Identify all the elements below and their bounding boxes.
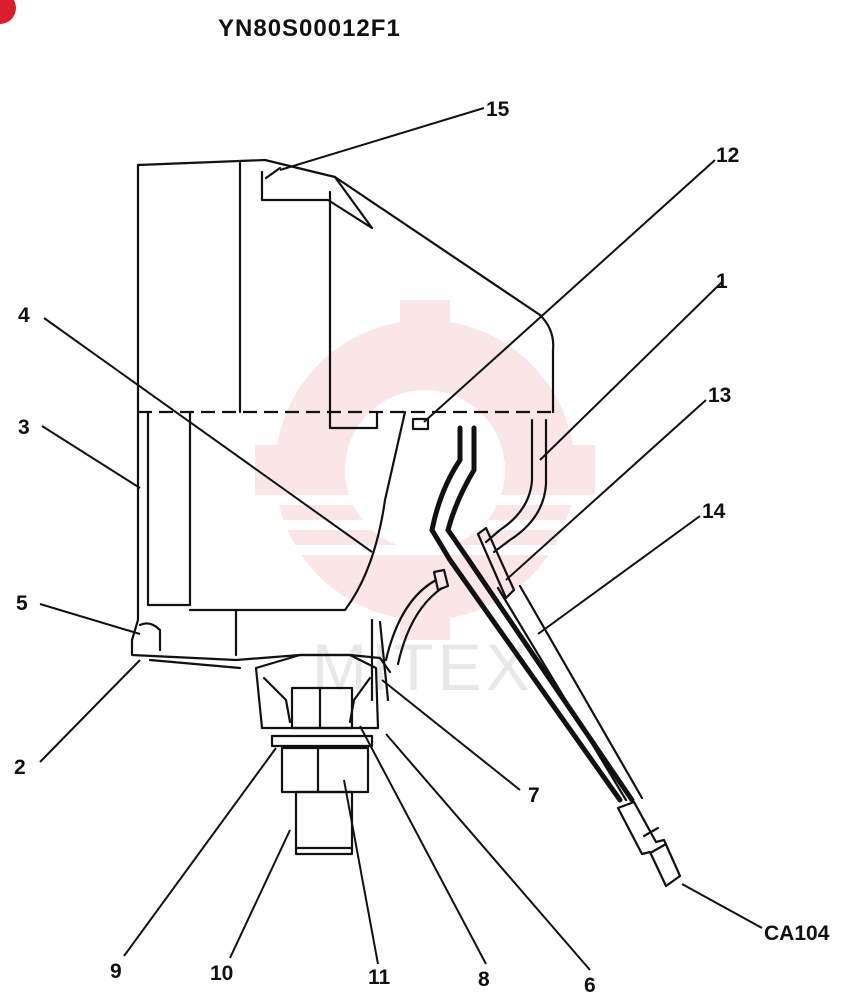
- callout-6: 6: [584, 974, 596, 997]
- callout-8: 8: [478, 968, 490, 991]
- watermark-text: MITEX: [312, 630, 534, 704]
- callout-ca104: CA104: [764, 922, 830, 945]
- leader-lines: [39, 107, 763, 971]
- callout-10: 10: [210, 962, 233, 985]
- callout-4: 4: [18, 304, 30, 327]
- callout-14: 14: [702, 500, 726, 523]
- callout-7: 7: [528, 784, 540, 807]
- drawing-id: YN80S00012F1: [218, 15, 401, 42]
- callout-11: 11: [368, 966, 391, 989]
- callout-1: 1: [716, 270, 728, 293]
- callout-labels: 1 2 3 4 5 6 7 8 9 10 11 12 13 14 15 CA10…: [14, 98, 830, 997]
- callout-5: 5: [16, 592, 28, 615]
- callout-12: 12: [716, 144, 739, 167]
- callout-2: 2: [14, 756, 26, 779]
- fitting-assembly: [138, 608, 390, 856]
- cable-assembly: [384, 418, 682, 888]
- corner-mark: [0, 0, 16, 24]
- callout-15: 15: [486, 98, 510, 121]
- callout-13: 13: [708, 384, 731, 407]
- watermark-logo: MITEX: [255, 300, 595, 704]
- callout-9: 9: [110, 960, 122, 983]
- callout-3: 3: [18, 416, 30, 439]
- housing: [130, 158, 555, 674]
